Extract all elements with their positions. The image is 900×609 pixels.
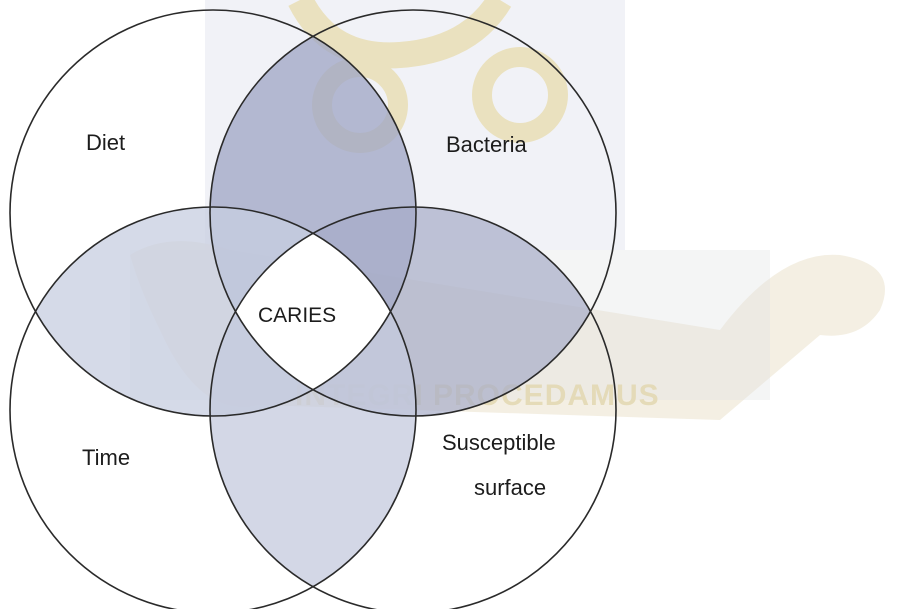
watermark-scroll-right	[472, 47, 568, 143]
watermark-emblem-top	[288, 0, 512, 69]
circle-susceptible-surface	[209, 206, 617, 609]
overlap-shading	[10, 10, 616, 609]
circle-time	[9, 206, 417, 609]
label-susceptible: Susceptible	[442, 430, 556, 455]
label-bacteria: Bacteria	[446, 132, 527, 157]
label-diet: Diet	[86, 130, 125, 155]
circle-diet	[9, 9, 417, 417]
label-caries: CARIES	[258, 304, 336, 327]
label-time: Time	[82, 445, 130, 470]
circle-bacteria	[209, 9, 617, 417]
label-surface: surface	[474, 475, 546, 500]
